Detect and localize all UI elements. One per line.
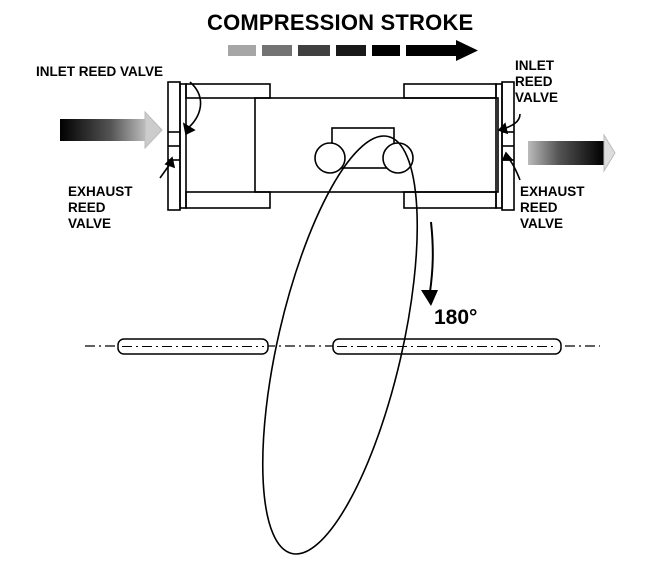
crank-ellipse [261,135,419,555]
left-inlet-label: INLET REED VALVE [36,64,164,79]
right-exhaust-label: EXHAUST REED VALVE [520,184,585,231]
pointer-arrow-icon [159,81,521,181]
stroke-arrow-icon [228,40,478,61]
rotation-arrow-icon [421,221,438,306]
piston-block [314,127,414,174]
diagram-title: COMPRESSION STROKE [207,10,474,35]
flow-arrow-icon [60,110,163,150]
flow-arrow-icon [528,133,616,173]
crank-shaft [85,338,600,355]
left-exhaust-label: EXHAUST REED VALVE [68,184,133,231]
rotation-angle-label: 180° [434,306,478,329]
left-cylinder-head [167,81,187,211]
right-inlet-label: INLET REED VALVE [515,58,559,105]
